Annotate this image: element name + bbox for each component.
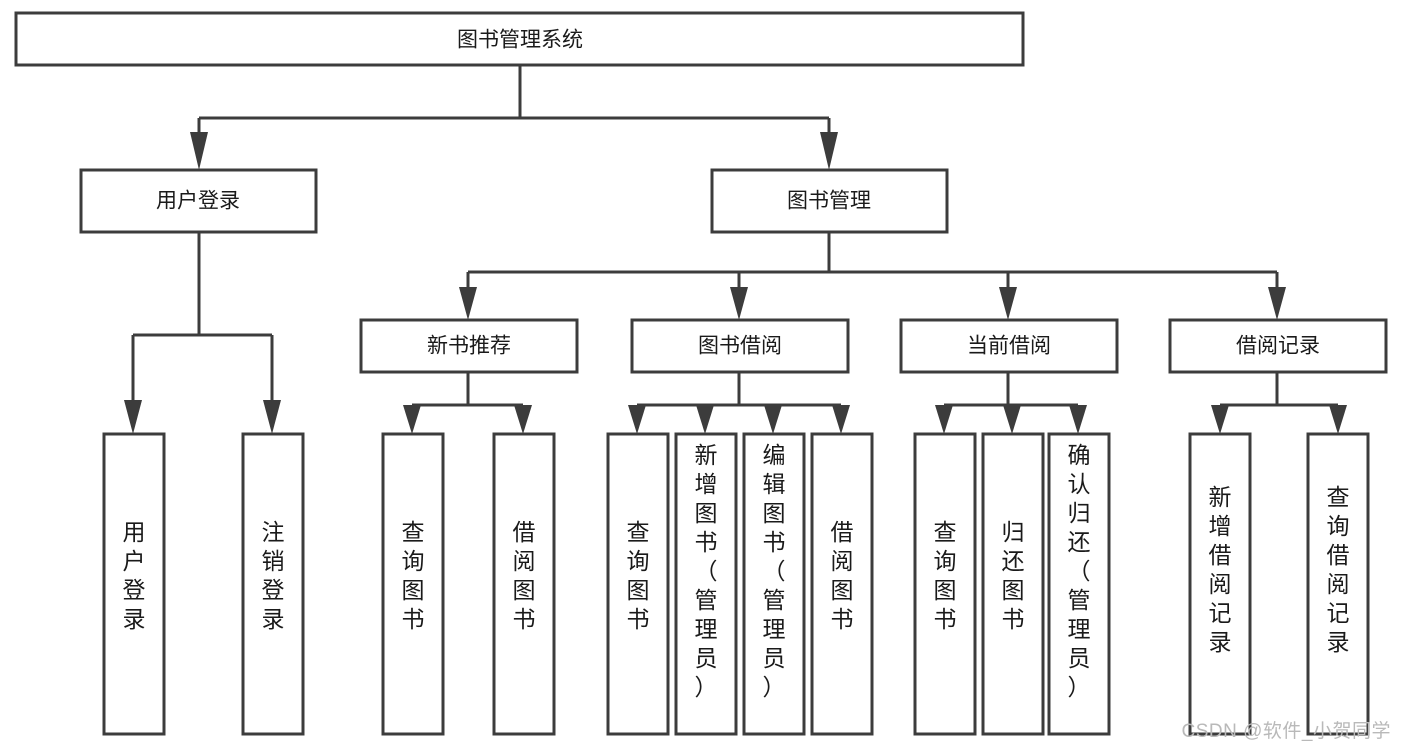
node-leaf-user-login-box[interactable] [102, 432, 166, 736]
node-leaf-query-book-2-box[interactable] [606, 432, 670, 736]
connector-group-book-manage [459, 232, 1286, 320]
node-leaf-confirm-return-admin-label: 确认归还（管理员） [1068, 442, 1091, 700]
node-leaf-logout-login[interactable]: 注销登录 [241, 432, 305, 736]
node-leaf-borrow-book-2[interactable]: 借阅图书 [810, 432, 874, 736]
node-leaf-return-book-label: 归还图书 [1002, 519, 1025, 632]
arrow-head-leaf-borrow-book-1 [514, 405, 532, 434]
node-new-book-recommend-label: 新书推荐 [427, 335, 511, 358]
arrow-head-current-borrow [999, 287, 1017, 320]
arrow-head-leaf-confirm-return-admin [1069, 405, 1087, 434]
arrow-head-book-manage [820, 132, 838, 170]
connector-group-borrow-record [1211, 372, 1347, 434]
node-new-book-recommend[interactable]: 新书推荐 [359, 318, 579, 374]
node-leaf-logout-login-box[interactable] [241, 432, 305, 736]
arrow-head-leaf-edit-book-admin [764, 405, 782, 434]
arrow-head-leaf-borrow-book-2 [832, 405, 850, 434]
node-root[interactable]: 图书管理系统 [14, 11, 1025, 67]
arrow-head-user-login [190, 132, 208, 170]
connector-group-current-borrow [935, 372, 1087, 434]
node-leaf-user-login-label: 用户登录 [123, 519, 146, 632]
node-leaf-borrow-book-1[interactable]: 借阅图书 [492, 432, 556, 736]
node-current-borrow-box[interactable] [899, 318, 1119, 374]
node-borrow-record-label: 借阅记录 [1236, 335, 1320, 358]
node-book-manage-label: 图书管理 [787, 190, 871, 213]
connector-group-book-borrow [628, 372, 850, 434]
arrow-head-book-borrow [730, 287, 748, 320]
csdn-watermark: CSDN @软件_小贺同学 [1181, 721, 1391, 742]
node-leaf-borrow-book-2-box[interactable] [810, 432, 874, 736]
node-borrow-record-box[interactable] [1168, 318, 1388, 374]
node-leaf-confirm-return-admin[interactable]: 确认归还（管理员） [1047, 432, 1111, 736]
node-leaf-logout-login-label: 注销登录 [262, 519, 285, 632]
node-book-manage-box[interactable] [710, 168, 949, 234]
arrow-head-leaf-add-book-admin [696, 405, 714, 434]
node-book-borrow[interactable]: 图书借阅 [630, 318, 850, 374]
node-leaf-return-book[interactable]: 归还图书 [981, 432, 1045, 736]
arrow-head-leaf-add-borrow-record [1211, 405, 1229, 434]
node-user-login-label: 用户登录 [156, 190, 240, 213]
node-current-borrow[interactable]: 当前借阅 [899, 318, 1119, 374]
node-book-manage[interactable]: 图书管理 [710, 168, 949, 234]
arrow-head-borrow-record [1268, 287, 1286, 320]
node-leaf-borrow-book-1-label: 借阅图书 [513, 519, 536, 632]
node-borrow-record[interactable]: 借阅记录 [1168, 318, 1388, 374]
arrow-head-leaf-query-book-2 [628, 405, 646, 434]
node-leaf-query-book-2[interactable]: 查询图书 [606, 432, 670, 736]
node-leaf-add-borrow-record[interactable]: 新增借阅记录 [1188, 432, 1252, 736]
arrow-head-leaf-query-book-1 [403, 405, 421, 434]
node-current-borrow-label: 当前借阅 [967, 335, 1051, 358]
node-leaf-add-borrow-record-label: 新增借阅记录 [1209, 484, 1232, 655]
node-leaf-query-borrow-record[interactable]: 查询借阅记录 [1306, 432, 1370, 736]
node-leaf-confirm-return-admin-box[interactable] [1047, 432, 1111, 736]
node-leaf-edit-book-admin-label: 编辑图书（管理员） [763, 442, 786, 700]
node-leaf-borrow-book-2-label: 借阅图书 [831, 519, 854, 632]
arrow-head-leaf-query-borrow-record [1329, 405, 1347, 434]
node-user-login[interactable]: 用户登录 [79, 168, 318, 234]
node-leaf-query-book-2-label: 查询图书 [627, 519, 650, 632]
node-leaf-query-borrow-record-label: 查询借阅记录 [1327, 484, 1350, 655]
node-leaf-add-borrow-record-box[interactable] [1188, 432, 1252, 736]
node-root-label: 图书管理系统 [457, 29, 583, 52]
node-leaf-return-book-box[interactable] [981, 432, 1045, 736]
node-leaf-query-book-1[interactable]: 查询图书 [381, 432, 445, 736]
node-leaf-query-book-3-label: 查询图书 [934, 519, 957, 632]
node-leaf-user-login[interactable]: 用户登录 [102, 432, 166, 736]
node-book-borrow-box[interactable] [630, 318, 850, 374]
node-leaf-query-borrow-record-box[interactable] [1306, 432, 1370, 736]
arrow-head-leaf-return-book [1003, 405, 1021, 434]
node-leaf-add-book-admin-box[interactable] [674, 432, 738, 736]
node-leaf-edit-book-admin-box[interactable] [742, 432, 806, 736]
node-user-login-box[interactable] [79, 168, 318, 234]
node-leaf-add-book-admin-label: 新增图书（管理员） [695, 442, 718, 700]
arrow-head-new-book-recommend [459, 287, 477, 320]
connector-group-root [190, 65, 838, 170]
node-leaf-query-book-3[interactable]: 查询图书 [913, 432, 977, 736]
node-root-box[interactable] [14, 11, 1025, 67]
node-leaf-add-book-admin[interactable]: 新增图书（管理员） [674, 432, 738, 736]
connector-group-user-login [124, 232, 281, 434]
arrow-head-leaf-query-book-3 [935, 405, 953, 434]
node-leaf-query-book-1-label: 查询图书 [402, 519, 425, 632]
node-leaf-borrow-book-1-box[interactable] [492, 432, 556, 736]
node-leaf-edit-book-admin[interactable]: 编辑图书（管理员） [742, 432, 806, 736]
arrow-head-leaf-user-login [124, 400, 142, 434]
node-book-borrow-label: 图书借阅 [698, 335, 782, 358]
arrow-head-leaf-logout-login [263, 400, 281, 434]
node-leaf-query-book-3-box[interactable] [913, 432, 977, 736]
connector-group-new-book-recommend [403, 372, 532, 434]
node-new-book-recommend-box[interactable] [359, 318, 579, 374]
node-leaf-query-book-1-box[interactable] [381, 432, 445, 736]
